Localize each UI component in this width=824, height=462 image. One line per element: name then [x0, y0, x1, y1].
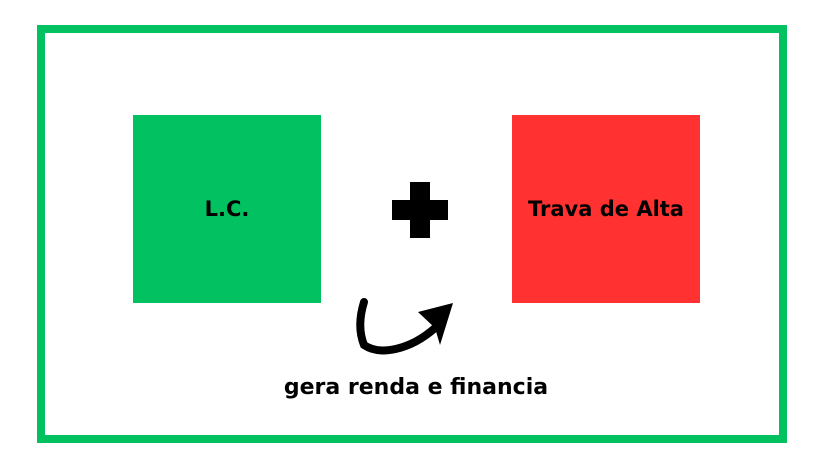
lc-box: L.C. [133, 115, 321, 303]
trava-label: Trava de Alta [528, 197, 684, 221]
plus-icon [392, 182, 448, 238]
lc-label: L.C. [204, 197, 250, 221]
curved-arrow-icon [356, 298, 453, 355]
trava-de-alta-box: Trava de Alta [512, 115, 700, 303]
green-frame [37, 25, 787, 443]
caption: gera renda e financia [283, 375, 549, 400]
